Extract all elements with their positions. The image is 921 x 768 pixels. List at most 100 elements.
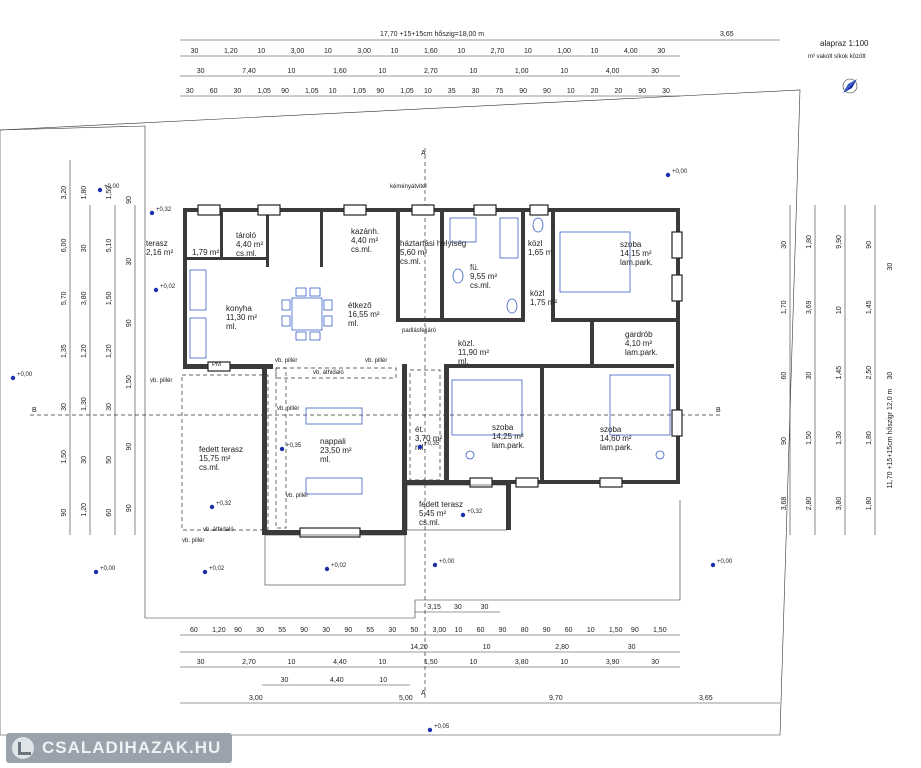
room-name: terasz	[146, 239, 168, 248]
level-value: +0,02	[160, 284, 176, 290]
level-value: +0,32	[467, 509, 483, 515]
bottom-dim-value: 30	[197, 659, 205, 666]
top-dim-value: 3,00	[357, 48, 371, 55]
section-mark-b-right: B	[716, 407, 721, 414]
left-dim-value: 3,80	[81, 291, 88, 305]
bottom-dim-value: 30	[454, 604, 462, 611]
right-dim-value: 3,80	[836, 497, 843, 511]
pillar-label-1: vb. pillér	[150, 378, 172, 384]
beam-label-1: vb. áthidaló	[203, 527, 234, 533]
level-marker-icon	[97, 187, 103, 193]
top-dim-value: 10	[424, 88, 432, 95]
windows	[197, 204, 683, 538]
top-dim-value: 10	[457, 48, 465, 55]
right-dim-value: 11,70 +15+15cm hőszigr 12,0 m	[887, 388, 894, 488]
top-dim-value: 90	[281, 88, 289, 95]
room-area: 11,30 m²	[226, 313, 257, 322]
room-floor: ml.	[320, 455, 331, 464]
right-dim-value: 1,45	[866, 300, 873, 314]
top-dim-value: 1,05	[353, 88, 367, 95]
pillar-label-4: vb. pillér	[182, 538, 204, 544]
level-value: +0,00	[100, 566, 116, 572]
bottom-dim-value: 60	[565, 627, 573, 634]
level-marker-icon	[324, 566, 330, 572]
level-value: +0,02	[209, 566, 225, 572]
level-marker-icon	[153, 287, 159, 293]
left-dim-value: 5,70	[61, 291, 68, 305]
top-dim-value: 30	[197, 68, 205, 75]
top-dim-value: 10	[591, 48, 599, 55]
level-marker-icon	[149, 210, 155, 216]
bottom-dim-value: 80	[521, 627, 529, 634]
north-arrow-icon	[842, 78, 858, 94]
entrance-terrace	[406, 484, 508, 531]
section-mark-a-top: A	[421, 150, 426, 157]
right-dimensions: 301,7060903,681,803,69301,502,809,90101,…	[781, 205, 894, 535]
bottom-dim-value: 4,40	[330, 677, 344, 684]
room-name: közl	[528, 239, 542, 248]
window-label: PM	[212, 362, 221, 368]
level-marker-icon	[417, 444, 423, 450]
bottom-dim-value: 1,50	[609, 627, 623, 634]
left-dim-value: 90	[61, 509, 68, 517]
bottom-dim-value: 10	[560, 659, 568, 666]
room-area: 4,40 m²	[236, 240, 263, 249]
house-icon	[12, 737, 34, 759]
room-floor: cs.ml.	[419, 518, 440, 527]
room-floor: ml.	[348, 319, 359, 328]
bottom-dim-value: 60	[190, 627, 198, 634]
annotation-labels: vb. pillér vb. pillér vb. pillér vb. pil…	[150, 184, 437, 544]
bottom-dim-value: 4,40	[333, 659, 347, 666]
level-value: +0,00	[672, 169, 688, 175]
left-dim-value: 1,30	[81, 397, 88, 411]
top-dim-value: 10	[329, 88, 337, 95]
left-dim-value: 1,50	[106, 291, 113, 305]
bottom-dim-value: 90	[543, 627, 551, 634]
top-dim-value: 90	[519, 88, 527, 95]
watermark-logo: CSALADIHAZAK.HU	[6, 733, 232, 763]
left-dim-value: 1,20	[81, 503, 88, 517]
room-area: 2,16 m²	[146, 248, 173, 257]
right-dim-value: 1,80	[866, 497, 873, 511]
room-name: közl	[530, 289, 544, 298]
pillar-label-6: vb. pillér	[365, 358, 387, 364]
level-marker-icon	[279, 446, 285, 452]
left-dim-value: 1,50	[126, 375, 133, 389]
room-name: szoba	[600, 425, 622, 434]
top-dim-value: 90	[543, 88, 551, 95]
top-dim-value: 3,00	[291, 48, 305, 55]
entrance-step	[264, 534, 406, 586]
room-name: nappali	[320, 437, 346, 446]
pillar-label-3: vb. pillér	[286, 493, 308, 499]
room-area: 4,10 m²	[625, 339, 652, 348]
bottom-dim-value: 90	[631, 627, 639, 634]
watermark-text: CSALADIHAZAK.HU	[42, 738, 222, 757]
right-dim-value: 3,68	[781, 497, 788, 511]
right-dim-value: 3,69	[806, 300, 813, 314]
site-boundary	[0, 89, 801, 736]
top-dim-value: 1,05	[400, 88, 414, 95]
room-floor: lam.park.	[625, 348, 658, 357]
top-dim-value: 4,00	[606, 68, 620, 75]
right-dim-value: 60	[781, 372, 788, 380]
top-dim-value: 10	[567, 88, 575, 95]
top-dim-value: 1,05	[305, 88, 319, 95]
room-area: 11,90 m²	[458, 348, 489, 357]
bottom-dim-value: 55	[278, 627, 286, 634]
level-marker-icon	[10, 375, 16, 381]
room-floor: ml.	[458, 357, 469, 366]
top-dim-value: 30	[234, 88, 242, 95]
offset-dim: 3,65	[720, 31, 734, 38]
bottom-dim-value: 30	[256, 627, 264, 634]
room-area: 1,75 m²	[530, 298, 557, 307]
section-lines: A A B B	[30, 148, 721, 700]
level-value: +0,32	[216, 501, 232, 507]
